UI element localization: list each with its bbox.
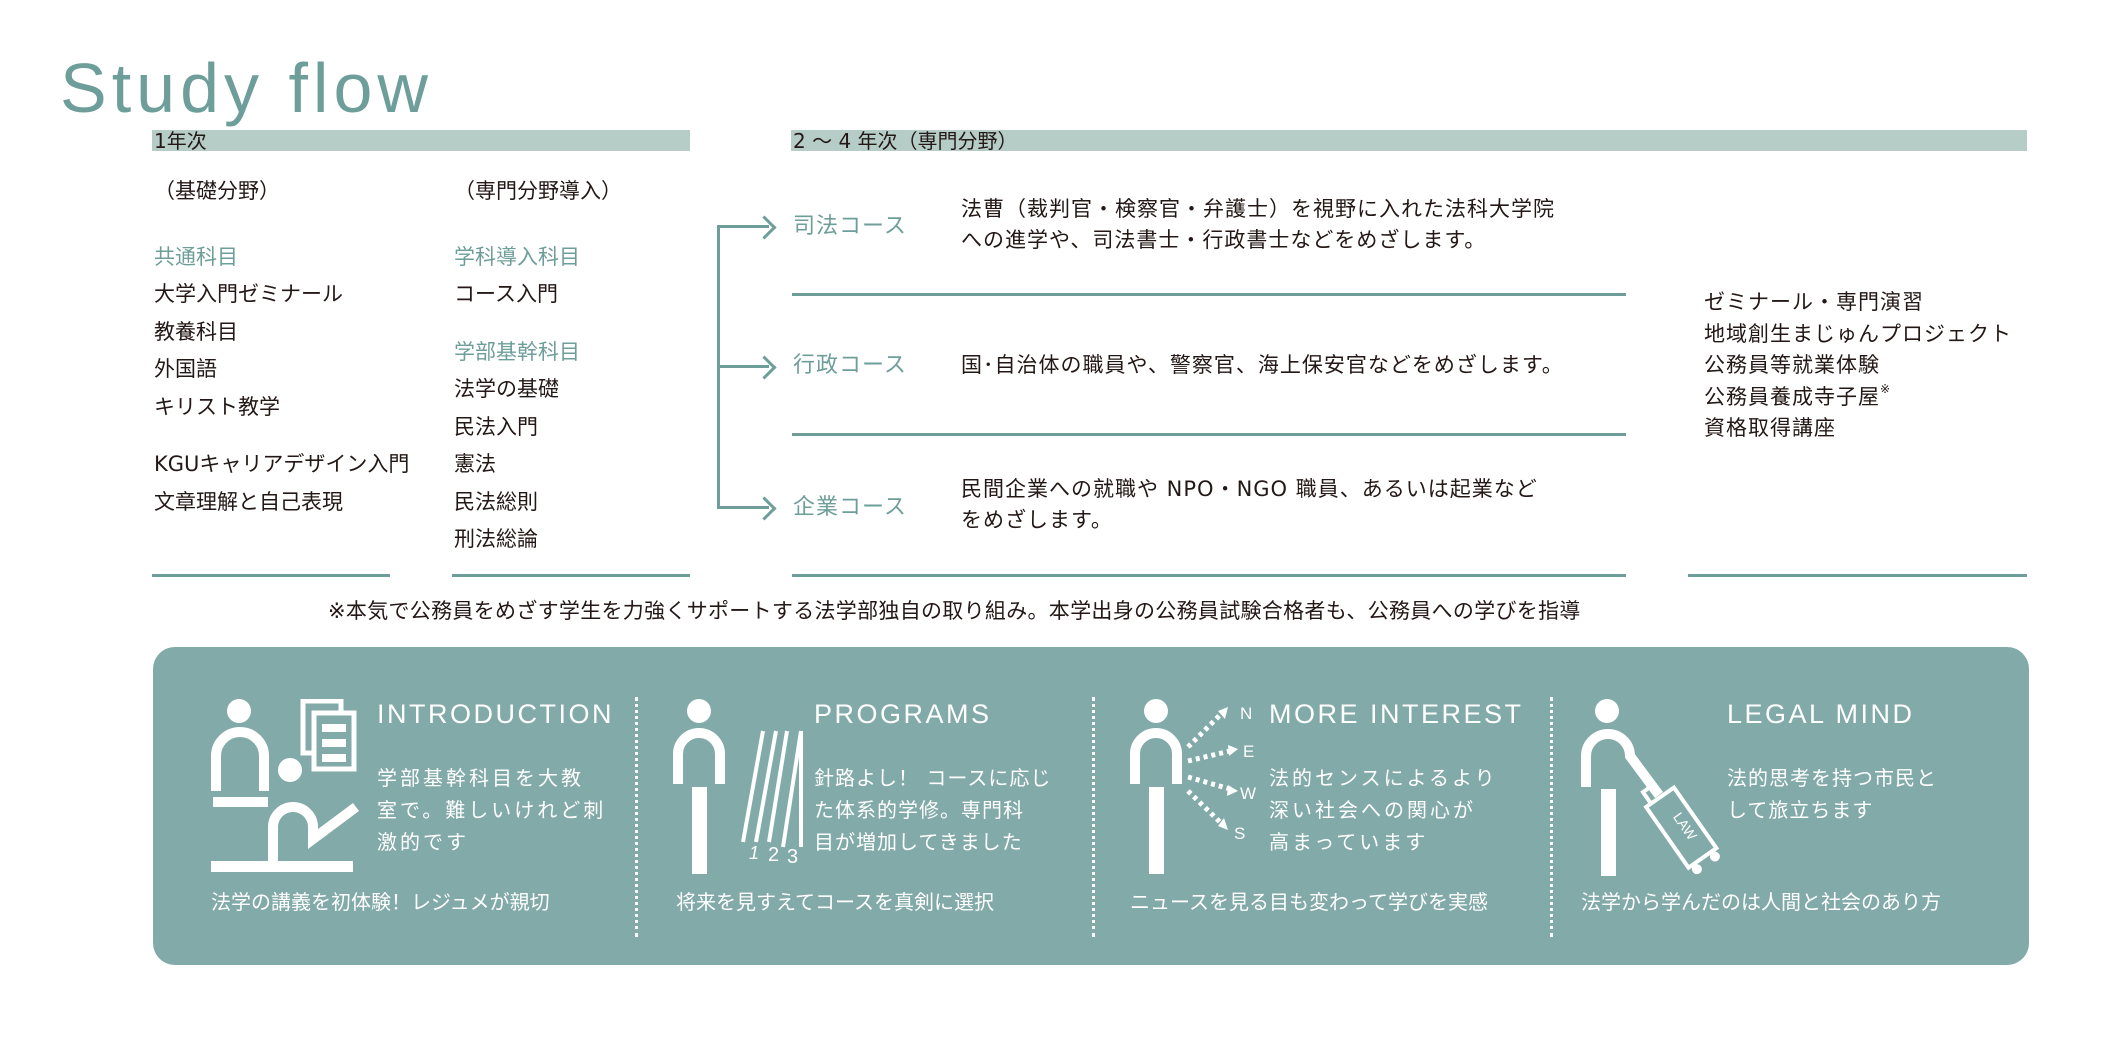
svg-text:1: 1 xyxy=(749,843,759,863)
description-line: 法曹（裁判官・検察官・弁護士）を視野に入れた法科大学院 xyxy=(961,197,1555,221)
extra-program-item: 資格取得講座 xyxy=(1704,416,1836,440)
panel-caption: ニュースを見る目も変わって学びを実感 xyxy=(1130,890,1488,914)
column-divider xyxy=(152,574,390,577)
panel-body: 針路よし！ コースに応じ た体系的学修。専門科 目が増加してきました xyxy=(814,762,1051,858)
panel-programs: 1 2 3 PROGRAMS 針路よし！ コースに応じ た体系的学修。専門科 目… xyxy=(638,647,1093,965)
body-line: 法的センスによるより xyxy=(1269,766,1498,790)
subject-item: コース入門 xyxy=(454,282,558,306)
subject-item: 教養科目 xyxy=(154,319,238,344)
course-divider xyxy=(792,293,1626,296)
panel-body: 学部基幹科目を大教 室で。難しいけれど刺 激的です xyxy=(377,762,606,858)
svg-text:2: 2 xyxy=(768,844,779,866)
extra-program-item: 公務員養成寺子屋※ xyxy=(1704,381,1892,409)
panel-caption: 法学から学んだのは人間と社会のあり方 xyxy=(1581,890,1941,914)
body-line: して旅立ちます xyxy=(1727,798,1874,822)
suitcase-traveler-icon: LAW xyxy=(1581,699,1741,879)
lecture-icon xyxy=(211,699,371,884)
body-line: 室で。難しいけれど刺 xyxy=(377,798,607,822)
category-heading: 学科導入科目 xyxy=(454,244,580,269)
body-line: 深い社会への関心が xyxy=(1269,798,1476,822)
body-line: 学部基幹科目を大教 xyxy=(377,766,584,790)
panel-title: INTRODUCTION xyxy=(377,699,614,729)
course-judicial: 司法コース xyxy=(793,214,907,239)
body-line: 法的思考を持つ市民と xyxy=(1727,766,1937,790)
course-corporate: 企業コース xyxy=(793,495,907,520)
course-administrative: 行政コース xyxy=(793,353,907,378)
extra-programs-list: ゼミナール・専門演習 地域創生まじゅんプロジェクト 公務員等就業体験 公務員養成… xyxy=(1704,287,2012,445)
body-line: 高まっています xyxy=(1269,830,1429,854)
description-line: 国･自治体の職員や、警察官、海上保安官などをめざします。 xyxy=(961,353,1564,377)
years2to4-header: 2 ～ 4 年次（専門分野） xyxy=(791,130,2027,152)
year1-header: 1年次 xyxy=(152,130,690,152)
subject-item: 文章理解と自己表現 xyxy=(154,489,343,514)
panel-separator xyxy=(635,697,638,937)
subject-item: 憲法 xyxy=(454,452,496,476)
panel-more-interest: N E W S MORE INTEREST 法的センスによるより 深い社会への関… xyxy=(1095,647,1550,965)
body-line: た体系的学修。専門科 xyxy=(814,798,1024,822)
description-line: 民間企業への就職や NPO・NGO 職員、あるいは起業など xyxy=(961,477,1538,501)
panel-title: MORE INTEREST xyxy=(1269,699,1524,729)
svg-text:N: N xyxy=(1240,704,1252,723)
extra-program-item: 公務員等就業体験 xyxy=(1704,353,1880,377)
body-line: 針路よし！ コースに応じ xyxy=(814,766,1052,790)
extra-program-item: 地域創生まじゅんプロジェクト xyxy=(1704,321,2012,346)
subject-item: 法学の基礎 xyxy=(454,377,559,401)
body-line: 目が増加してきました xyxy=(814,830,1023,854)
panel-title: LEGAL MIND xyxy=(1727,699,1915,729)
note-mark: ※ xyxy=(1880,381,1892,396)
course-divider xyxy=(792,433,1626,436)
highlights-card: INTRODUCTION 学部基幹科目を大教 室で。難しいけれど刺 激的です 法… xyxy=(153,647,2029,965)
page-title: Study flow xyxy=(60,49,433,127)
panel-body: 法的センスによるより 深い社会への関心が 高まっています xyxy=(1269,762,1498,858)
subject-item: 民法入門 xyxy=(454,414,538,439)
extra-program-item: ゼミナール・専門演習 xyxy=(1704,290,1924,314)
column-divider xyxy=(1688,574,2027,577)
compass-directions-icon: N E W S xyxy=(1130,699,1280,879)
panel-legal-mind: LAW LEGAL MIND 法的思考を持つ市民と して旅立ちます 法学から学ん… xyxy=(1553,647,2029,965)
subject-item: 民法総則 xyxy=(454,489,538,514)
subject-item: キリスト教学 xyxy=(154,394,280,419)
arrow-line xyxy=(717,365,769,368)
course-description: 法曹（裁判官・検察官・弁護士）を視野に入れた法科大学院 への進学や、司法書士・行… xyxy=(961,194,1555,256)
panel-caption: 法学の講義を初体験！レジュメが親切 xyxy=(211,890,550,914)
arrow-line xyxy=(717,225,769,228)
panel-introduction: INTRODUCTION 学部基幹科目を大教 室で。難しいけれど刺 激的です 法… xyxy=(153,647,636,965)
footnote: ※本気で公務員をめざす学生を力強くサポートする法学部独自の取り組み。本学出身の公… xyxy=(328,599,1581,623)
body-line: 激的です xyxy=(377,830,469,854)
subject-item: KGUキャリアデザイン入門 xyxy=(154,452,410,476)
subject-item: 刑法総論 xyxy=(454,527,538,551)
subject-item: 大学入門ゼミナール xyxy=(154,282,343,306)
arrow-right-icon xyxy=(752,496,777,521)
course-paths-icon: 1 2 3 xyxy=(673,699,823,879)
description-line: をめざします。 xyxy=(961,508,1113,532)
column-subtitle: （基礎分野） xyxy=(154,179,280,203)
course-description: 民間企業への就職や NPO・NGO 職員、あるいは起業など をめざします。 xyxy=(961,474,1538,536)
arrow-right-icon xyxy=(752,355,777,380)
subject-item: 外国語 xyxy=(154,357,217,381)
svg-text:3: 3 xyxy=(787,846,798,868)
column-divider xyxy=(452,574,690,577)
panel-body: 法的思考を持つ市民と して旅立ちます xyxy=(1727,762,1937,826)
course-divider xyxy=(792,574,1626,577)
panel-separator xyxy=(1092,697,1095,937)
course-description: 国･自治体の職員や、警察官、海上保安官などをめざします。 xyxy=(961,350,1564,381)
year1-column-intro: （専門分野導入） 学科導入科目 コース入門 学部基幹科目 法学の基礎 民法入門 … xyxy=(454,173,622,559)
svg-text:W: W xyxy=(1240,784,1256,803)
category-heading: 共通科目 xyxy=(154,244,238,269)
panel-separator xyxy=(1550,697,1553,937)
panel-title: PROGRAMS xyxy=(814,699,992,729)
year1-column-foundation: （基礎分野） 共通科目 大学入門ゼミナール 教養科目 外国語 キリスト教学 KG… xyxy=(154,173,409,521)
svg-text:S: S xyxy=(1234,824,1245,843)
panel-caption: 将来を見すえてコースを真剣に選択 xyxy=(676,890,994,914)
category-heading: 学部基幹科目 xyxy=(454,339,580,364)
svg-text:E: E xyxy=(1243,742,1254,761)
arrow-right-icon xyxy=(752,215,777,240)
arrow-line xyxy=(717,506,769,509)
description-line: への進学や、司法書士・行政書士などをめざします。 xyxy=(961,228,1487,252)
svg-text:LAW: LAW xyxy=(1670,809,1701,843)
column-subtitle: （専門分野導入） xyxy=(454,179,622,203)
